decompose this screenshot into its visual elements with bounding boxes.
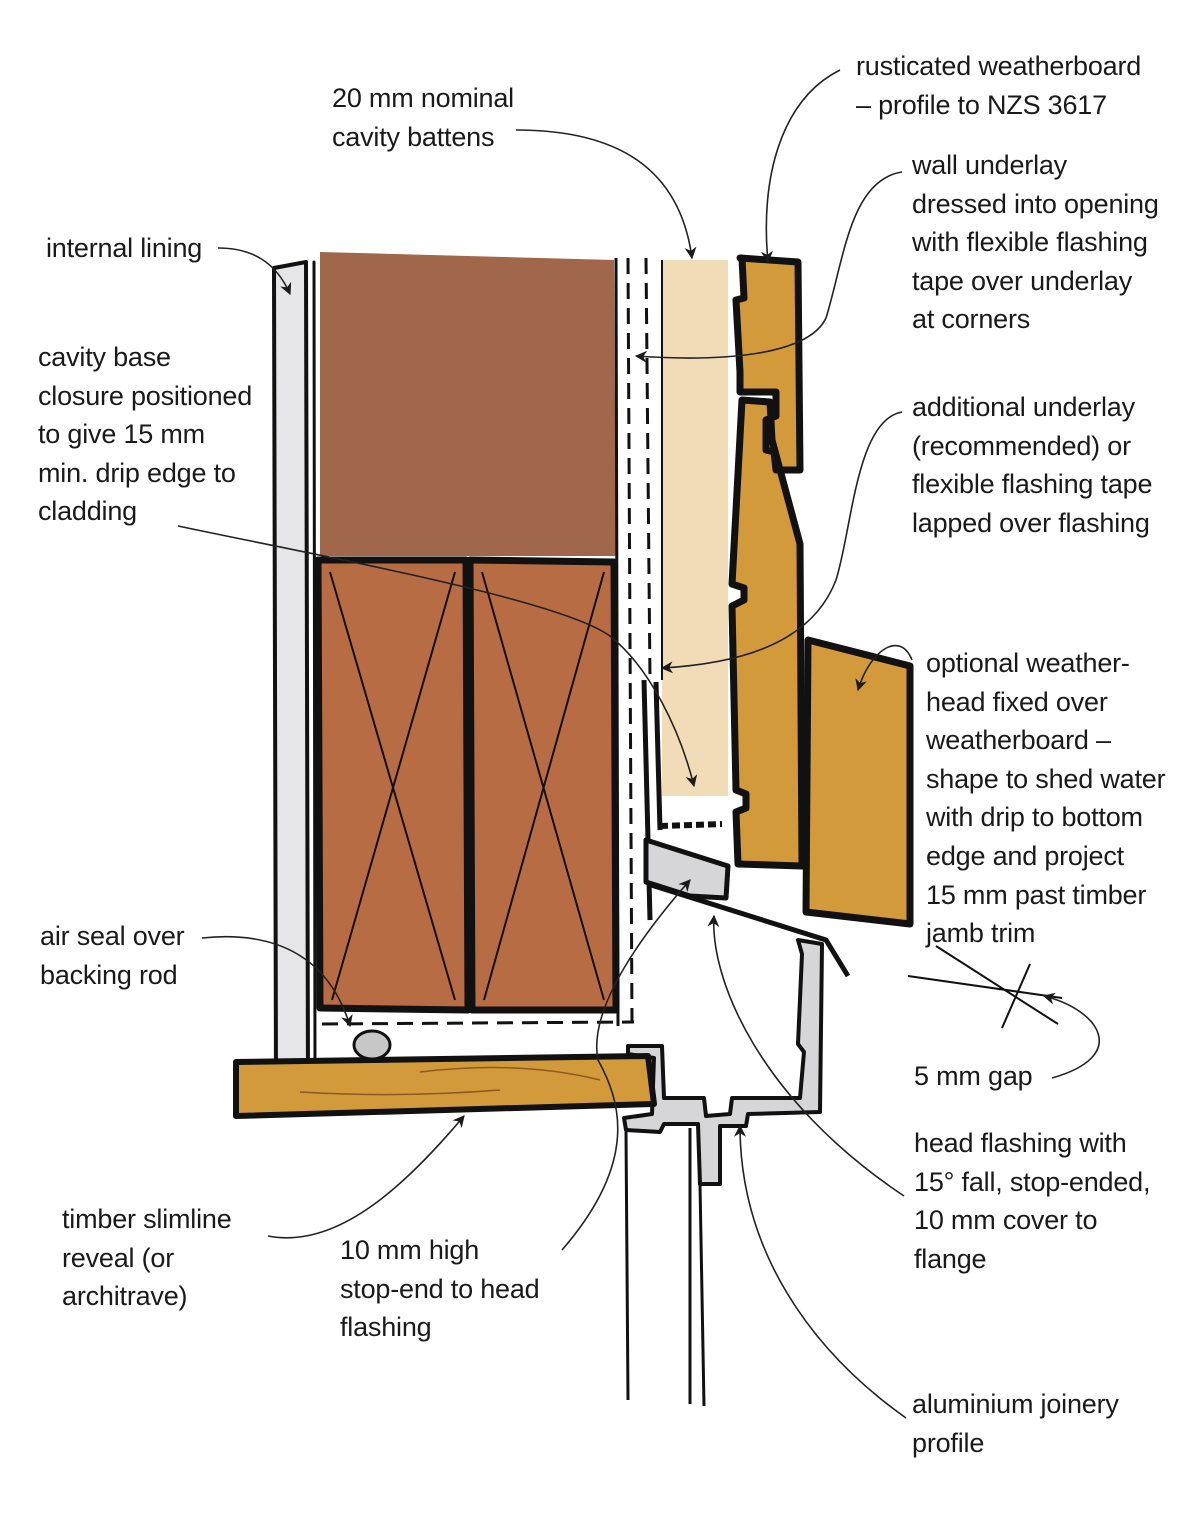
lintel-block bbox=[320, 252, 616, 556]
label-joinery: aluminium joinery profile bbox=[912, 1389, 1119, 1458]
label-weatherboard: rusticated weatherboard – profile to NZS… bbox=[856, 51, 1142, 120]
label-reveal: timber slimline reveal (or architrave) bbox=[62, 1204, 232, 1312]
joinery-frame-lines bbox=[624, 1128, 706, 1407]
label-additional-underlay: additional underlay (recommended) or fle… bbox=[912, 392, 1153, 538]
leader-air-seal bbox=[201, 936, 353, 1028]
underlay-dashed-line-outer bbox=[644, 257, 652, 681]
internal-lining-board bbox=[272, 260, 310, 1086]
label-cavity-battens: 20 mm nominal cavity battens bbox=[332, 83, 514, 152]
leader-head-flashing bbox=[707, 914, 905, 1197]
leader-additional-underlay bbox=[660, 411, 903, 674]
rusticated-weatherboard bbox=[728, 254, 806, 870]
head-flashing-fall bbox=[647, 881, 851, 978]
cavity-batten bbox=[662, 260, 728, 796]
label-stop-end: 10 mm high stop-end to head flashing bbox=[340, 1235, 540, 1343]
label-head-flashing: head flashing with 15° fall, stop-ended,… bbox=[914, 1128, 1151, 1274]
head-flashing bbox=[643, 837, 731, 901]
trimmer-left-cross bbox=[329, 571, 456, 1001]
backing-rod bbox=[352, 1029, 392, 1061]
label-gap: 5 mm gap bbox=[914, 1061, 1033, 1091]
leader-reveal bbox=[267, 1115, 465, 1239]
leader-weatherhead bbox=[855, 644, 913, 692]
leader-gap bbox=[1042, 992, 1101, 1079]
lining-inner-edge bbox=[312, 260, 317, 1082]
label-internal-lining: internal lining bbox=[46, 233, 203, 263]
underlay-dashed-line bbox=[626, 257, 634, 1023]
batten-base-closure bbox=[659, 821, 723, 829]
trimmer-right-cross bbox=[481, 571, 605, 1001]
label-air-seal: air seal over backing rod bbox=[40, 921, 185, 990]
timber-reveal bbox=[233, 1053, 657, 1119]
leader-internal-lining bbox=[217, 247, 292, 296]
leader-joinery bbox=[734, 1124, 907, 1419]
leader-weatherboard bbox=[760, 69, 841, 264]
reveal-grain bbox=[299, 1066, 601, 1096]
label-cavity-base: cavity base closure positioned to give 1… bbox=[38, 342, 253, 527]
gap-dimension bbox=[907, 945, 1063, 1029]
label-weatherhead: optional weather- head fixed over weathe… bbox=[926, 648, 1166, 949]
leader-cavity-battens bbox=[515, 129, 697, 260]
leader-wall-underlay bbox=[634, 171, 903, 363]
weatherhead bbox=[802, 636, 914, 928]
leader-stop-end bbox=[561, 879, 691, 1251]
leader-cavity-base bbox=[177, 525, 698, 788]
air-seal-dashed-line bbox=[321, 1020, 635, 1026]
label-wall-underlay: wall underlay dressed into opening with … bbox=[912, 150, 1159, 335]
